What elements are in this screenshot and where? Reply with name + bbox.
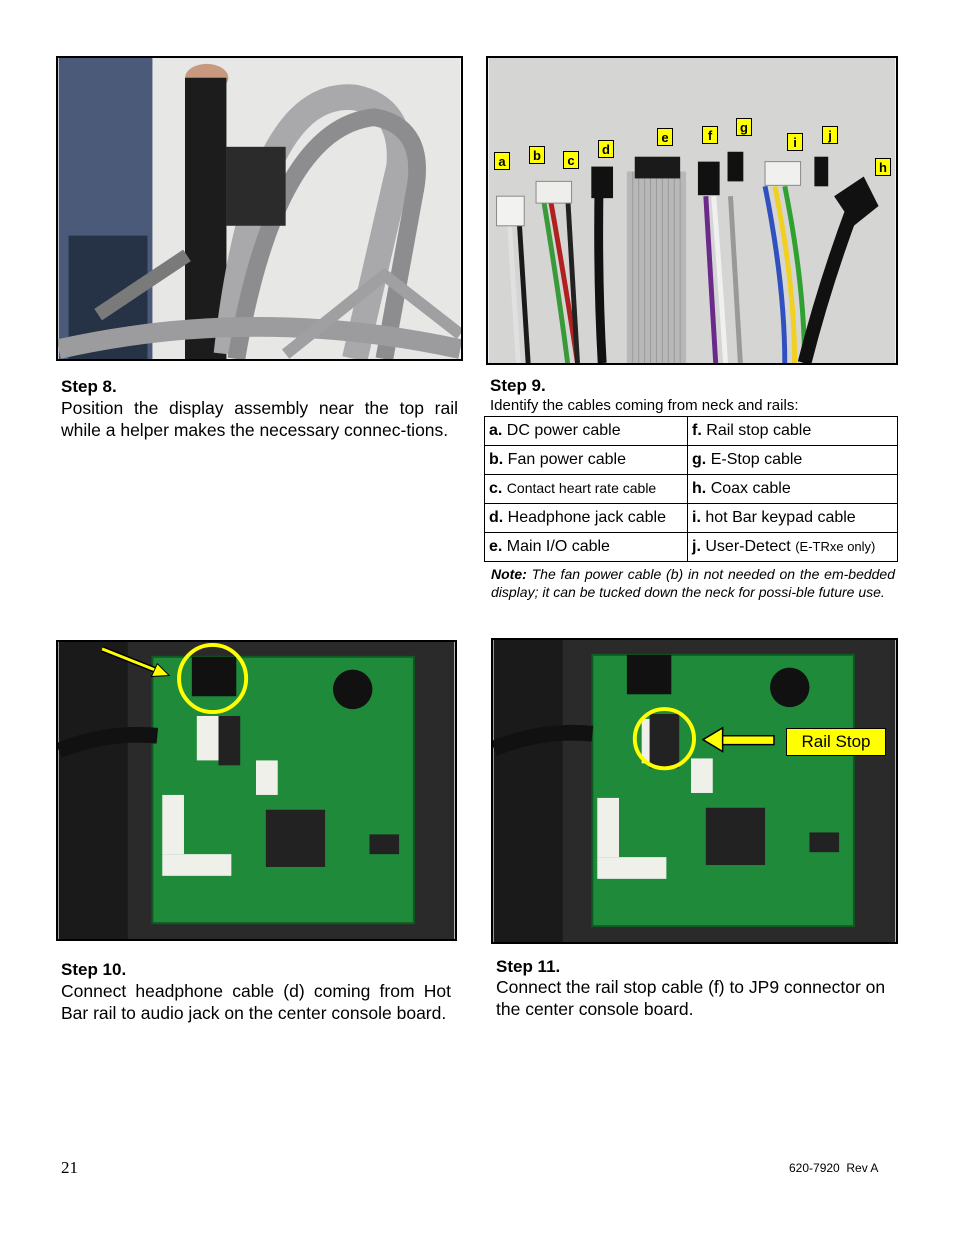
console-board-rail-stop-image — [493, 640, 896, 942]
table-cell: j. User-Detect (E-TRxe only) — [687, 532, 898, 562]
cable-tag-f: f — [702, 126, 718, 144]
step11-text: Connect the rail stop cable (f) to JP9 c… — [496, 977, 886, 1019]
table-cell: f. Rail stop cable — [687, 416, 898, 446]
table-cell: d. Headphone jack cable — [483, 503, 689, 533]
table-cell: a. DC power cable — [483, 416, 689, 446]
cable-table: a. DC power cable f. Rail stop cable b. … — [483, 416, 898, 562]
document-number: 620-7920 Rev A — [789, 1161, 879, 1175]
page-number: 21 — [61, 1158, 78, 1177]
table-cell: g. E-Stop cable — [687, 445, 898, 475]
step8-text: Position the display assembly near the t… — [61, 398, 458, 440]
step9-note: Note: The fan power cable (b) in not nee… — [491, 566, 895, 600]
cable-tag-h: h — [875, 158, 891, 176]
table-row: e. Main I/O cable j. User-Detect (E-TRxe… — [483, 532, 898, 562]
step10-text: Connect headphone cable (d) coming from … — [61, 981, 451, 1023]
cable-tag-g: g — [736, 118, 752, 136]
cable-tag-j: j — [822, 126, 838, 144]
cable-tag-i: i — [787, 133, 803, 151]
step11-title: Step 11. — [496, 957, 561, 976]
table-row: c. Contact heart rate cable h. Coax cabl… — [483, 474, 898, 504]
table-row: d. Headphone jack cable i. hot Bar keypa… — [483, 503, 898, 533]
cables-image — [488, 58, 896, 363]
step10-photo — [56, 640, 457, 941]
cable-tag-a: a — [494, 152, 510, 170]
rail-stop-callout: Rail Stop — [786, 728, 886, 756]
table-cell: h. Coax cable — [687, 474, 898, 504]
table-cell: b. Fan power cable — [483, 445, 689, 475]
console-board-image — [58, 642, 455, 939]
step9-subtitle: Identify the cables coming from neck and… — [490, 397, 799, 414]
step8-photo — [56, 56, 463, 361]
table-row: b. Fan power cable g. E-Stop cable — [483, 445, 898, 475]
table-row: a. DC power cable f. Rail stop cable — [483, 416, 898, 446]
cable-tag-c: c — [563, 151, 579, 169]
cable-tag-b: b — [529, 146, 545, 164]
table-cell: i. hot Bar keypad cable — [687, 503, 898, 533]
step9-photo — [486, 56, 898, 365]
step9-title: Step 9. — [490, 376, 546, 395]
step8-title: Step 8. — [61, 377, 117, 396]
table-cell: e. Main I/O cable — [483, 532, 689, 562]
step10-title: Step 10. — [61, 960, 127, 979]
cable-tag-d: d — [598, 140, 614, 158]
table-cell: c. Contact heart rate cable — [483, 474, 689, 504]
treadmill-display-image — [58, 58, 461, 359]
cable-tag-e: e — [657, 128, 673, 146]
step11-photo — [491, 638, 898, 944]
